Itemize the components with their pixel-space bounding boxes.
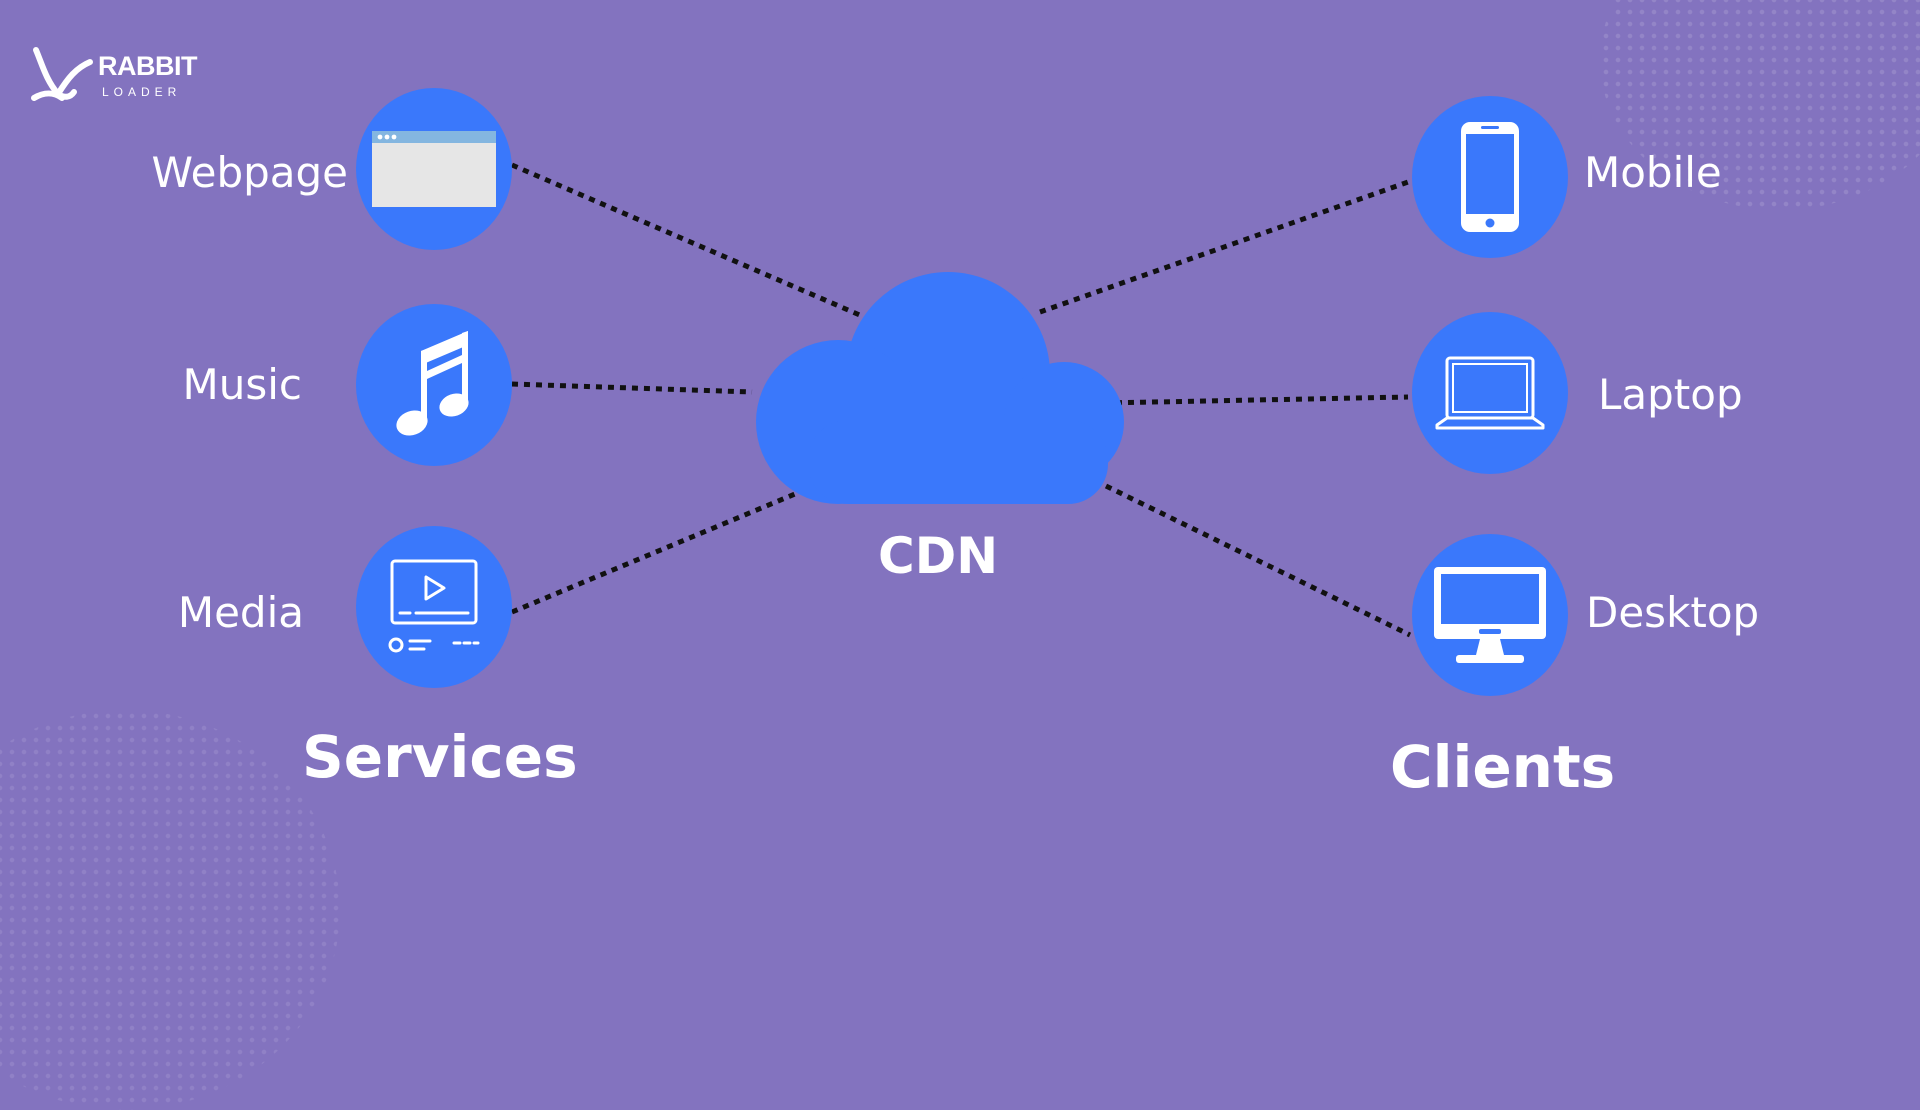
- rabbit-ears-icon: [31, 47, 93, 101]
- link-cdn-mobile: [1039, 179, 1409, 315]
- logo-word-loader: LOADER: [102, 85, 182, 99]
- video-player-icon: [388, 559, 480, 653]
- client-mobile-node: [1412, 96, 1568, 258]
- cdn-cloud: [748, 272, 1124, 504]
- laptop-icon: [1435, 356, 1545, 430]
- service-webpage-node: [356, 88, 512, 250]
- services-heading: Services: [302, 723, 578, 791]
- client-laptop-label: Laptop: [1598, 370, 1743, 419]
- service-media-node: [356, 526, 512, 688]
- cdn-label: CDN: [878, 527, 999, 585]
- link-webpage-cdn: [511, 162, 863, 319]
- client-desktop-label: Desktop: [1586, 588, 1760, 637]
- desktop-monitor-icon: [1434, 567, 1546, 663]
- logo-word-rabbit: RABBIT: [98, 51, 198, 81]
- service-webpage-label: Webpage: [151, 148, 348, 197]
- client-mobile-label: Mobile: [1584, 148, 1722, 197]
- link-media-cdn: [511, 491, 796, 615]
- mobile-phone-icon: [1461, 122, 1519, 232]
- client-laptop-node: [1412, 312, 1568, 474]
- link-cdn-laptop: [1103, 394, 1409, 406]
- cloud-icon: [756, 272, 1124, 504]
- link-cdn-desktop: [1104, 483, 1412, 638]
- client-desktop-node: [1412, 534, 1568, 696]
- service-media-label: Media: [177, 588, 304, 637]
- service-music-node: [356, 304, 512, 466]
- service-music-label: Music: [182, 360, 303, 409]
- music-note-icon: [396, 331, 469, 436]
- link-music-cdn: [511, 381, 753, 395]
- connector-lines: [511, 162, 1412, 638]
- rabbit-loader-logo: RABBIT LOADER: [28, 44, 198, 106]
- browser-window-icon: [372, 131, 496, 207]
- clients-heading: Clients: [1390, 733, 1616, 801]
